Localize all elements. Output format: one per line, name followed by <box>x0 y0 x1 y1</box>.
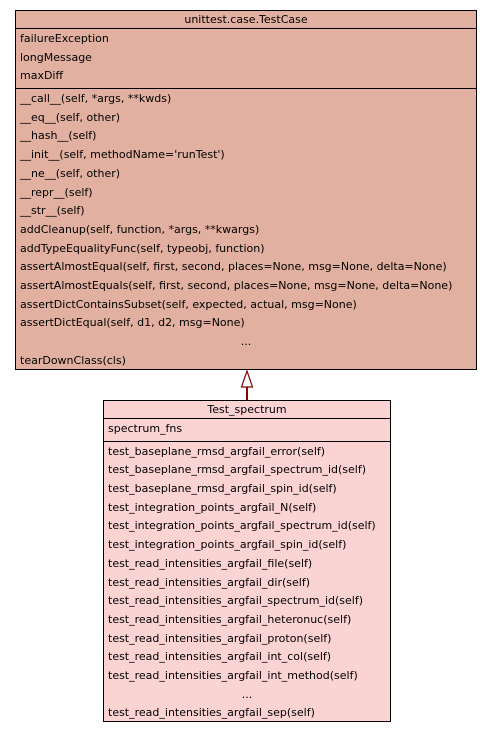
operation: test_integration_points_argfail_spectrum… <box>108 519 376 533</box>
operation-list: test_baseplane_rmsd_argfail_error(self) … <box>104 442 390 723</box>
operation: addTypeEqualityFunc(self, typeobj, funct… <box>20 241 265 255</box>
attribute: spectrum_fns <box>108 422 183 435</box>
operation: assertAlmostEqual(self, first, second, p… <box>20 260 447 274</box>
operation: assertDictContainsSubset(self, expected,… <box>20 297 357 311</box>
operation: __ne__(self, other) <box>20 166 121 180</box>
operation: assertDictEqual(self, d1, d2, msg=None) <box>20 316 245 330</box>
operation: test_read_intensities_argfail_int_col(se… <box>108 650 332 664</box>
operation: test_baseplane_rmsd_argfail_spectrum_id(… <box>108 463 367 477</box>
class-box-testcase: unittest.case.TestCase failureException … <box>15 10 477 370</box>
operation: test_read_intensities_argfail_dir(self) <box>108 575 310 589</box>
inheritance-arrowhead-icon <box>240 369 254 388</box>
operation-list: __call__(self, *args, **kwds) __eq__(sel… <box>16 89 476 370</box>
class-box-test-spectrum: Test_spectrum spectrum_fns test_baseplan… <box>103 400 391 722</box>
operation: __eq__(self, other) <box>20 110 121 124</box>
operation: test_integration_points_argfail_N(self) <box>108 500 317 514</box>
attribute: maxDiff <box>20 69 64 83</box>
operation: __hash__(self) <box>20 129 97 143</box>
operation: test_read_intensities_argfail_int_method… <box>108 668 358 682</box>
operation: __init__(self, methodName='runTest') <box>20 148 225 162</box>
attribute: failureException <box>20 32 109 45</box>
operation: __call__(self, *args, **kwds) <box>20 92 172 106</box>
attribute-list: failureException longMessage maxDiff <box>16 29 476 90</box>
operation: test_integration_points_argfail_spin_id(… <box>108 538 347 552</box>
operation: addCleanup(self, function, *args, **kwar… <box>20 222 260 236</box>
ellipsis: ... <box>241 687 253 701</box>
ellipsis: ... <box>240 335 252 348</box>
operation: test_baseplane_rmsd_argfail_spin_id(self… <box>108 482 337 496</box>
operation: test_read_intensities_argfail_proton(sel… <box>108 631 332 645</box>
operation: test_read_intensities_argfail_spectrum_i… <box>108 594 364 608</box>
operation: test_read_intensities_argfail_heteronuc(… <box>108 612 352 626</box>
class-title: Test_spectrum <box>104 401 390 419</box>
operation: test_read_intensities_argfail_file(self) <box>108 556 313 570</box>
operation: test_read_intensities_argfail_sep(self) <box>108 706 315 720</box>
operation: __str__(self) <box>20 204 85 218</box>
class-title: unittest.case.TestCase <box>16 11 476 29</box>
attribute: longMessage <box>20 50 92 64</box>
operation: test_baseplane_rmsd_argfail_error(self) <box>108 444 326 458</box>
operation: tearDownClass(cls) <box>20 353 126 367</box>
operation: __repr__(self) <box>20 185 93 199</box>
attribute-list: spectrum_fns <box>104 419 390 442</box>
operation: assertAlmostEquals(self, first, second, … <box>20 278 453 292</box>
